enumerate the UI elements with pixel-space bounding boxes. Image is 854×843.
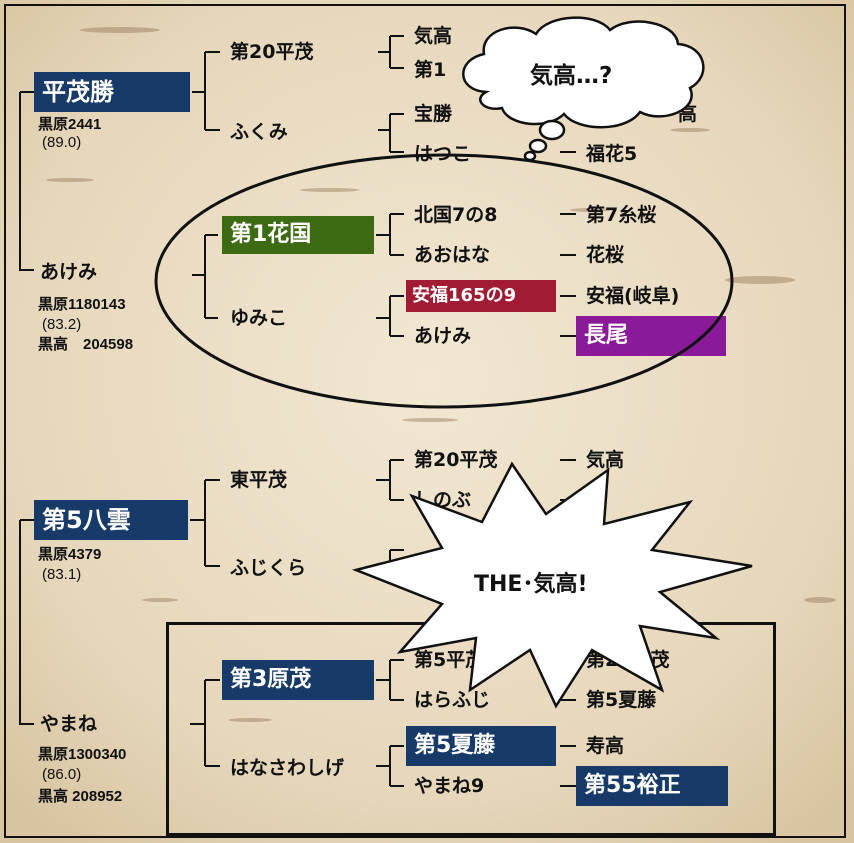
bottom-dam-g3-c-right: 寿高	[586, 735, 625, 757]
outer-border	[4, 4, 846, 838]
bottom-sire-dam: ふじくら	[230, 557, 307, 579]
bottom-dam-g3-b: はらふじ	[414, 689, 491, 711]
top-dam-dam: ゆみこ	[230, 307, 288, 329]
top-g3-c: 宝勝	[414, 103, 453, 125]
top-dam-g3-b: あおはな	[414, 244, 491, 266]
top-dam-g3-d-right: 長尾	[584, 323, 629, 348]
top-dam-g3-c-right: 安福(岐阜)	[586, 285, 680, 307]
top-dam-sire: 第1花国	[230, 222, 312, 247]
bottom-dam-sire: 第3原茂	[230, 667, 312, 692]
top-dam-reg: 黒原1180143	[38, 296, 126, 313]
top-sire-score: (89.0)	[42, 134, 82, 151]
top-dam-g3-a: 北国7の8	[414, 204, 498, 226]
bottom-dam-g3-c-box: 第5夏藤	[406, 726, 556, 766]
bottom-dam-g3-d-right-box: 第55裕正	[576, 766, 728, 806]
top-sire-reg: 黒原2441	[38, 116, 102, 133]
bottom-dam-g3-c: 第5夏藤	[414, 733, 496, 758]
top-dam-g3-d: あけみ	[414, 325, 472, 347]
bottom-dam-g3-d-right: 第55裕正	[584, 773, 681, 798]
bottom-dam-dam: はなさわしげ	[230, 757, 345, 779]
bottom-sire-name: 第5八雲	[42, 506, 131, 534]
bottom-sire-box: 第5八雲	[34, 500, 188, 540]
bottom-sire-reg: 黒原4379	[38, 546, 102, 563]
top-dam-g3-c-box: 安福165の9	[406, 280, 556, 312]
top-sire-dam: ふくみ	[230, 121, 288, 143]
top-g3-b: 第1	[414, 59, 447, 81]
top-sire-sire: 第20平茂	[230, 41, 314, 63]
top-g3-a: 気高	[414, 25, 453, 47]
top-dam-g3-c: 安福165の9	[412, 285, 517, 306]
top-dam-sire-box: 第1花国	[222, 216, 374, 254]
bottom-dam-g3-d: やまね9	[414, 775, 485, 797]
top-dam-g3-a-right: 第7糸桜	[586, 204, 657, 226]
top-dam-name: あけみ	[40, 261, 98, 283]
bottom-dam-reg: 黒原1300340	[38, 746, 127, 763]
top-dam-reg2: 黒高 204598	[38, 336, 134, 353]
thought-bubble-text: 気高…?	[530, 63, 613, 89]
burst-text: THE･気高!	[474, 572, 588, 597]
top-dam-score: (83.2)	[42, 316, 82, 333]
bottom-sire-sire: 東平茂	[230, 469, 288, 491]
bottom-dam-score: (86.0)	[42, 766, 82, 783]
bottom-dam-reg2: 黒高 208952	[38, 788, 123, 805]
top-g3-d-right: 福花5	[586, 143, 638, 165]
bottom-dam-g3-b-right: 第5夏藤	[586, 689, 657, 711]
top-sire-name: 平茂勝	[42, 78, 114, 106]
bottom-dam-sire-box: 第3原茂	[222, 660, 374, 700]
bottom-g3-a: 第20平茂	[414, 449, 498, 471]
bottom-dam-name: やまね	[40, 713, 98, 735]
top-sire-box: 平茂勝	[34, 72, 190, 112]
bottom-sire-score: (83.1)	[42, 566, 82, 583]
bottom-dam-g3-a: 第5平茂	[414, 649, 485, 671]
bottom-g3-a-right: 気高	[586, 449, 625, 471]
top-dam-g3-b-right: 花桜	[586, 244, 625, 266]
